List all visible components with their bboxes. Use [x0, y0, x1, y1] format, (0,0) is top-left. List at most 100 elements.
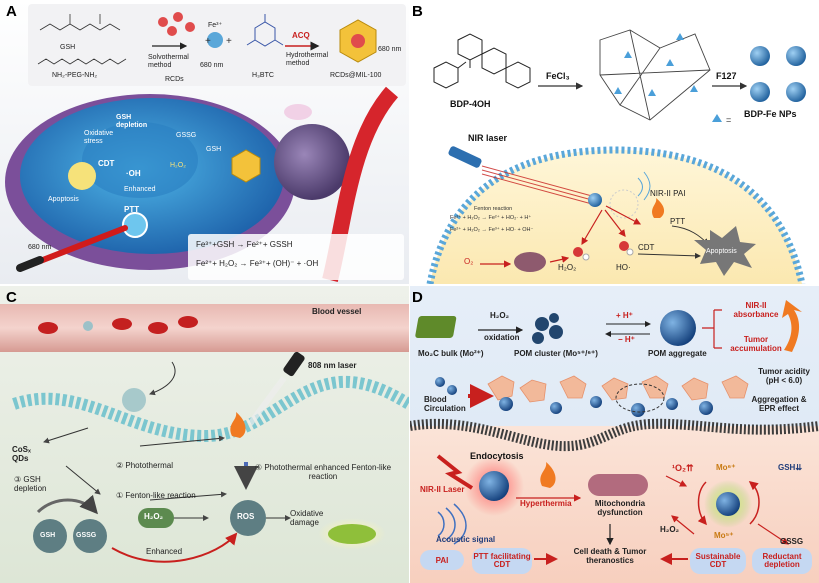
- h2o2-d2-label: H₂O₂: [660, 525, 680, 534]
- fecl3-label: FeCl₃: [546, 71, 570, 81]
- nir-laser-device: [448, 146, 593, 205]
- membrane-b: [426, 146, 806, 284]
- panel-c: C Blood vessel 808 nm laser CoSₓ QDs ② P…: [0, 286, 409, 583]
- nano-crystal-cell: [231, 149, 261, 183]
- enhanced-label: Enhanced: [124, 186, 156, 193]
- fenton1-label: Fe³⁺ + H₂O₂ → Fe²⁺ + HO₂· + H⁺: [450, 215, 532, 221]
- svg-text:+: +: [226, 36, 232, 47]
- nm680-a-label: 680 nm: [200, 62, 224, 69]
- solvothermal-label: Solvothermal method: [148, 54, 189, 69]
- cosx-label: CoSₓ QDs: [12, 445, 31, 463]
- gsh-bubble: [33, 519, 67, 553]
- hydrothermal-label: Hydrothermal method: [286, 52, 329, 67]
- h2o2-d-label: H₂O₂: [490, 311, 510, 320]
- reductant-pill: Reductant depletion: [752, 548, 812, 574]
- damage-label: Oxidative damage: [290, 509, 324, 527]
- pom-agg-label: POM aggregate: [648, 349, 707, 358]
- panel-a: + + A GSH NH₂-PEG-NH₂ Solvothermal metho: [0, 0, 409, 284]
- pai-label: NIR-II PAI: [650, 189, 686, 198]
- panel-b-art: =: [410, 0, 819, 284]
- hyperthermia-label: Hyperthermia: [520, 499, 572, 508]
- h2o2-c-label: H₂O₂: [144, 512, 164, 521]
- panel-d: D H₂O₂ oxidation + H⁺ − H⁺ NIR-II absorb…: [410, 286, 819, 583]
- fenton-title-label: Fenton reaction: [474, 206, 513, 212]
- fenton2-label: Fe²⁺ + H₂O₂ → Fe³⁺ + HO· + OH⁻: [450, 227, 534, 233]
- bdp-molecule: [433, 33, 531, 89]
- ptt-a-label: PTT: [124, 205, 140, 214]
- pom-aggregate: [660, 310, 696, 346]
- qd-in-vessel: [83, 321, 93, 331]
- acoustic-waves: [437, 503, 467, 545]
- mo-cycle-np: [716, 492, 740, 516]
- peg-label: NH₂-PEG-NH₂: [52, 72, 98, 79]
- so2-label: ¹O₂⇈: [672, 463, 694, 473]
- ros-label: ROS: [237, 512, 255, 521]
- mo6-label: Mo⁶⁺: [716, 463, 736, 472]
- fe-ion: [207, 32, 223, 48]
- np-in-cell: [588, 193, 602, 207]
- h3btc-label: H₃BTC: [252, 72, 274, 79]
- hplus-label: + H⁺: [616, 311, 633, 320]
- laser-c: [283, 351, 305, 377]
- death-label: Cell death & Tumor theranostics: [573, 547, 647, 565]
- enh-title-label: ④ Photothermal enhanced Fenton-like reac…: [254, 463, 392, 481]
- nir2-label: NIR-II absorbance: [733, 301, 779, 319]
- panel-c-art: [0, 286, 409, 583]
- gsh-dep-label: ③ GSH depletion: [14, 475, 47, 493]
- fenton-c-label: ① Fenton-like reaction: [116, 491, 196, 500]
- gsh-d-label: GSH⇊: [778, 463, 803, 472]
- tumor-mass: [274, 124, 350, 200]
- mil100-crystal: [339, 19, 377, 63]
- rcds-label: RCDs: [165, 76, 184, 83]
- ptt-b-label: PTT: [670, 217, 686, 226]
- nir-laser-label: NIR laser: [468, 133, 508, 143]
- up-arrow-orange: [782, 300, 802, 352]
- panel-label-a: A: [6, 3, 17, 20]
- rcds-mil-label: RCDs@MIL-100: [330, 72, 382, 79]
- bdp-fe-nps: [750, 46, 806, 102]
- apoptosis-b-label: Apoptosis: [706, 248, 737, 255]
- blood-circ-label: Blood Circulation: [424, 395, 466, 413]
- gsh-cell-label: GSH: [206, 146, 222, 153]
- laser-bolt: [436, 454, 474, 490]
- fe-triangles: [614, 33, 698, 96]
- svg-text:=: =: [726, 115, 731, 125]
- rcds-dots: [158, 12, 195, 36]
- ho-label: HO·: [616, 263, 631, 272]
- gssg-bubble: [73, 519, 107, 553]
- gsh-label: GSH: [60, 44, 76, 51]
- panel-label-d: D: [412, 289, 423, 306]
- nm680-b-label: 680 nm: [378, 46, 402, 53]
- h2o2-pill: [138, 508, 174, 528]
- apoptosis-burst: [694, 226, 756, 276]
- membrane-d: [410, 418, 819, 452]
- ptt-pill: PTT facilitating CDT: [472, 548, 532, 574]
- vessel-c: [0, 304, 409, 352]
- hminus-label: − H⁺: [618, 335, 635, 344]
- peg-structure: [37, 58, 127, 65]
- eq1-label: Fe³⁺+GSH → Fe²⁺+ GSSH: [196, 240, 293, 249]
- gsh-c-label: GSH: [40, 532, 56, 539]
- laser-beam: [27, 225, 128, 268]
- tumor-acidity-label: Tumor acidity (pH < 6.0): [758, 367, 810, 385]
- bdp-label: BDP-4OH: [450, 99, 491, 109]
- f127-label: F127: [716, 71, 737, 81]
- flame-d: [540, 462, 556, 488]
- apoptosis-a-label: Apoptosis: [48, 196, 79, 203]
- laser-c-label: 808 nm laser: [308, 361, 357, 370]
- endocytosed-np: [479, 471, 509, 501]
- mito-label: Mitochondria dysfunction: [594, 499, 646, 517]
- pai-pill: PAI: [420, 550, 464, 570]
- panel-b: = B FeCl₃ F127 BDP-4OH BDP-Fe NPs NIR la…: [410, 0, 819, 284]
- eq2-label: Fe²⁺+ H₂O₂ → Fe³⁺+ (OH)⁻ + ·OH: [196, 259, 319, 268]
- mito-d: [588, 474, 648, 496]
- panel-label-c: C: [6, 289, 17, 306]
- mo2c-label: Mo₂C bulk (Mo²⁺): [418, 349, 484, 358]
- sust-pill: Sustainable CDT: [690, 548, 746, 574]
- mo5-label: Mo⁵⁺: [714, 531, 734, 540]
- oxidation-label: oxidation: [484, 333, 520, 342]
- svg-text:+: +: [205, 36, 211, 47]
- o2-label: O₂: [464, 257, 474, 266]
- panel-label-b: B: [412, 3, 423, 20]
- agg-epr-label: Aggregation & EPR effect: [751, 395, 807, 413]
